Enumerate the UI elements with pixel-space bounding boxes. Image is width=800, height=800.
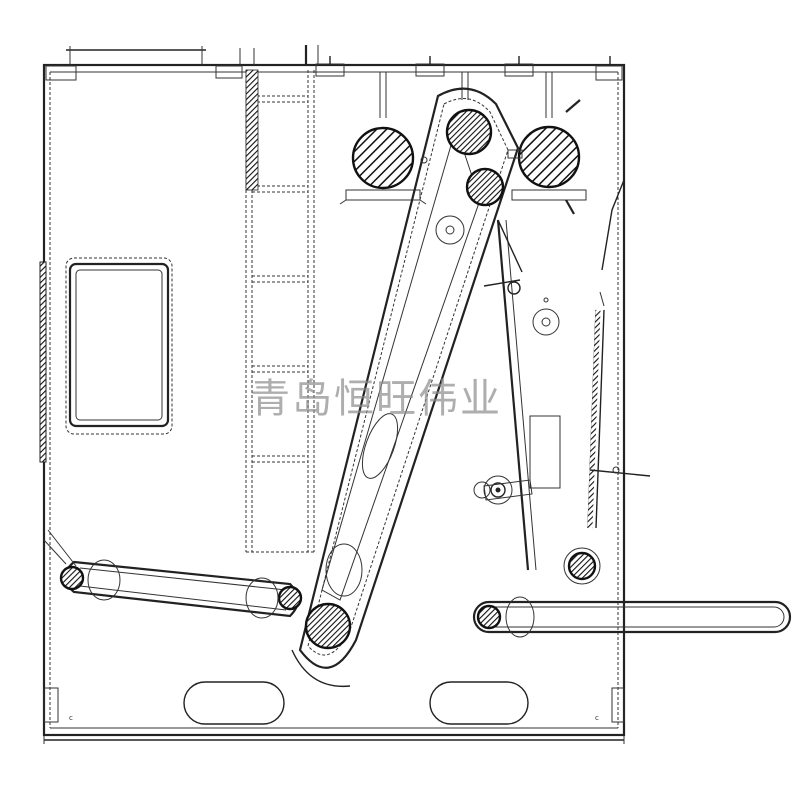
inclined-conveyor: [291, 87, 520, 688]
roller-right: [517, 125, 581, 189]
corner-mark-left: c: [69, 714, 73, 722]
guide-rod: [587, 179, 651, 529]
head-roller: [445, 108, 493, 156]
lower-left-conveyor: [43, 529, 303, 619]
tail-roller: [304, 602, 352, 650]
lower-right-conveyor: [472, 596, 792, 638]
upper-rollers: [339, 72, 587, 215]
top-rail: [66, 45, 319, 65]
roller-left: [351, 126, 415, 190]
tension-roller: [465, 167, 505, 207]
watermark-text: 青岛恒旺伟业: [250, 376, 502, 422]
top-brackets: [45, 56, 623, 81]
inspection-window: [65, 257, 173, 435]
lower-right-roller: [563, 547, 601, 585]
left-wall-strip: [39, 261, 47, 463]
idler-pulleys: [420, 149, 560, 505]
support-linkage: [483, 219, 561, 571]
ladder-chute: [245, 69, 315, 553]
access-slots: [183, 681, 529, 725]
bottom-brackets: [43, 687, 625, 744]
corner-mark-right: c: [595, 714, 599, 722]
